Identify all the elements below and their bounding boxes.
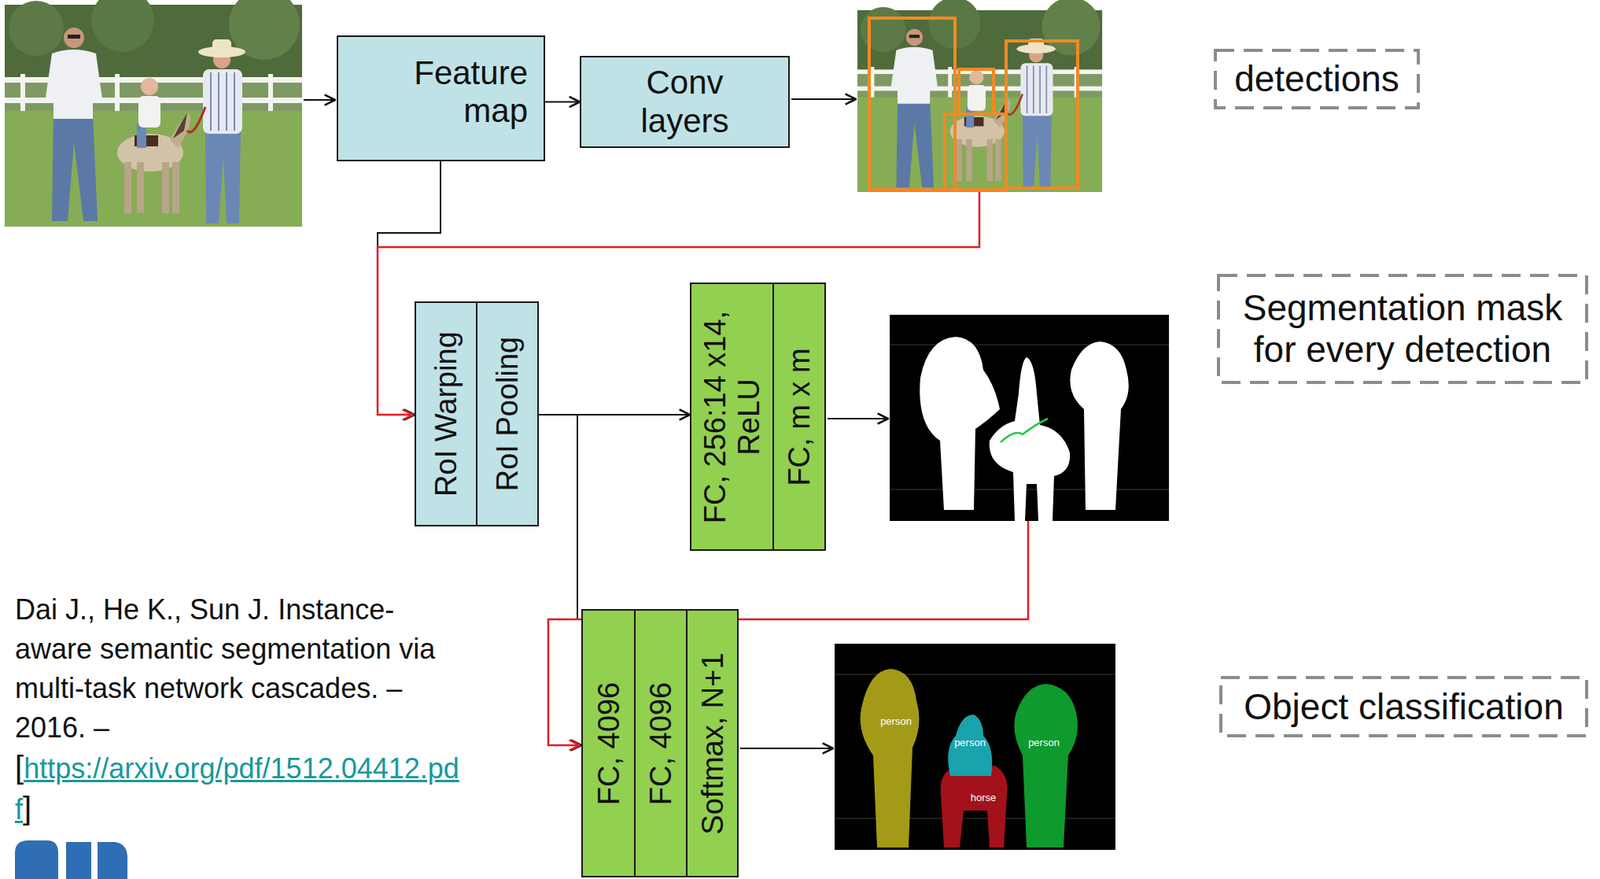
classification-image [834,674,1116,675]
citation: Dai J., He K., Sun J. Instance-aware sem… [14,589,468,830]
node-label: FC, 256:14 x14, ReLU [698,288,766,545]
mask-image [1000,418,1048,443]
university-logo [66,841,92,879]
classification-image [834,643,1116,850]
text-holder: Softmax, N+1 [695,615,730,871]
node-label: Conv layers [640,63,729,141]
flow-arrow [303,99,336,101]
classification-image [860,668,920,848]
stage-tag: Object classification [1219,675,1589,738]
dashed-outline [1215,50,1419,108]
stage-tag: Segmentation mask for every detection [1216,273,1589,384]
citation-link-line: [https://arxiv.org/pdf/1512.04412.pdf] [14,747,468,830]
mask-image [919,336,1000,510]
node-label: Softmax, N+1 [695,615,730,871]
university-logo [97,841,128,879]
flow-arrow [791,98,856,100]
text-holder: detections [1234,58,1400,100]
class-label: horse [970,791,997,804]
detections-photo [857,0,1103,192]
node-label: detections [1234,58,1400,100]
conv-layers-box: Conv layers [579,55,790,148]
citation-text: Dai J., He K., Sun J. Instance-aware sem… [14,589,468,748]
mask-image [889,314,1169,521]
roi-warping-box: RoI Warping [414,301,478,527]
text-holder: Object classification [1243,685,1564,728]
classification-image [834,643,1116,850]
node-label: FC, 4096 [591,615,626,871]
roi-pooling-box: RoI Pooling [475,301,539,527]
detections-photo [958,69,994,115]
dashed-outline [1220,677,1587,736]
university-logo [14,840,59,879]
node-label: Segmentation mask for every detection [1229,287,1576,371]
node-label: RoI Warping [429,307,464,520]
text-holder: FC, 4096 [591,615,626,871]
fc-layer-box: FC, 256:14 x14, ReLU [689,282,775,551]
text-holder: RoI Warping [429,307,464,520]
fc-layer-box: FC, 4096 [634,608,688,878]
feature-map-box: Feature map [336,35,546,162]
fc-layer-box: FC, 4096 [581,608,636,878]
mask-image [889,344,1169,346]
mask-image [889,314,1169,521]
dashed-outline [1218,275,1587,383]
text-holder: FC, 4096 [644,615,679,871]
class-label: person [1028,736,1060,749]
text-holder: Conv layers [640,63,729,141]
fc-layer-box: FC, m x m [772,282,826,551]
text-holder: Feature map [413,54,528,131]
input-photo [4,0,303,227]
mask-image [1069,341,1129,510]
connector [538,414,582,745]
node-label: RoI Pooling [490,307,525,520]
node-label: Feature map [413,54,528,131]
classification-image [1013,683,1078,848]
citation-link: https://arxiv.org/pdf/1512.04412.pdf [14,752,460,826]
softmax-box: Softmax, N+1 [685,608,739,878]
detections-photo [869,18,955,190]
university-logo [14,840,128,879]
node-label: FC, m x m [782,288,817,545]
flow-arrow [827,417,889,420]
stage-tag: detections [1213,48,1420,110]
text-holder: FC, 256:14 x14, ReLU [698,288,766,545]
text-holder: RoI Pooling [490,307,525,520]
connector [545,101,580,104]
flow-arrow [740,747,834,749]
node-label: FC, 4096 [644,615,679,871]
classification-image [940,765,1008,848]
class-label: person [880,715,912,727]
detections-photo [857,0,1103,192]
class-label: person [954,736,986,749]
text-holder: Segmentation mask for every detection [1229,287,1576,371]
mask-image [889,489,1169,491]
text-holder: FC, m x m [782,288,817,545]
detections-photo [1006,40,1078,189]
detections-photo [944,114,1007,190]
classification-image [947,714,992,776]
bracket: ] [22,790,32,826]
mask-image [989,357,1070,521]
node-label: Object classification [1243,685,1564,728]
bracket: [ [14,749,24,785]
